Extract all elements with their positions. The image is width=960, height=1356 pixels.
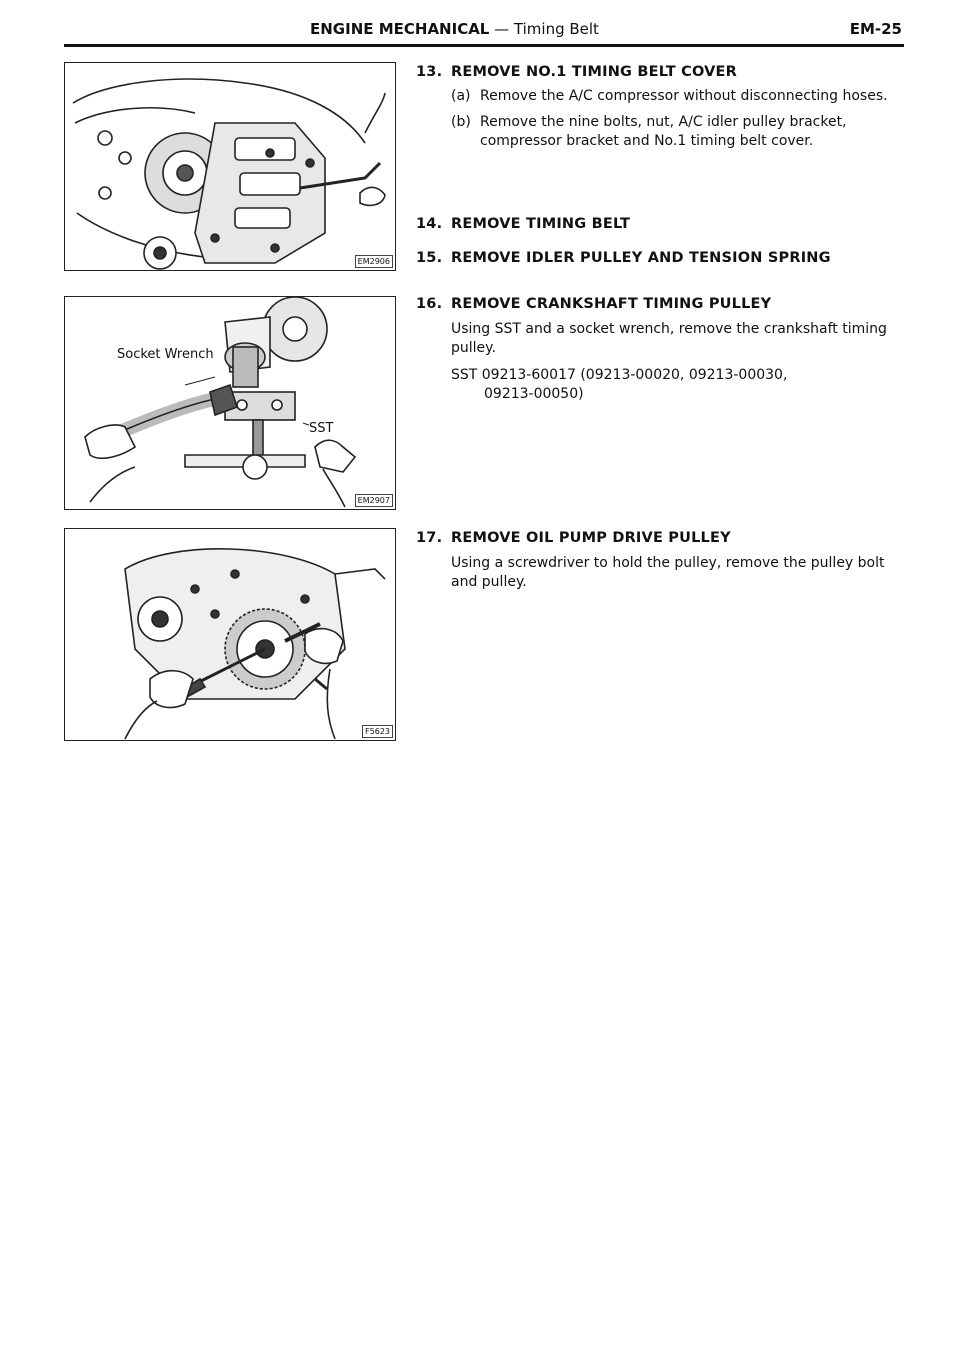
step-heading: REMOVE NO.1 TIMING BELT COVER	[451, 64, 738, 80]
step-body: Using SST and a socket wrench, remove th…	[451, 321, 887, 356]
step-16: 16. REMOVE CRANKSHAFT TIMING PULLEY Using…	[416, 296, 896, 404]
step-13: 13. REMOVE NO.1 TIMING BELT COVER (a) Remo…	[416, 64, 896, 151]
step-title: 15. REMOVE IDLER PULLEY AND TENSION SPRIN…	[416, 250, 896, 266]
figure-timing-belt-cover: EM2906	[64, 62, 396, 271]
step-15: 15. REMOVE IDLER PULLEY AND TENSION SPRIN…	[416, 250, 896, 266]
header-title: ENGINE MECHANICAL — Timing Belt	[310, 20, 599, 38]
substep-tag: (a)	[451, 88, 471, 104]
step-title: 17. REMOVE OIL PUMP DRIVE PULLEY	[416, 530, 896, 546]
substep-a: (a) Remove the A/C compressor without dis…	[416, 87, 896, 106]
figure-code: EM2907	[354, 494, 393, 507]
step-17: 17. REMOVE OIL PUMP DRIVE PULLEY Using a …	[416, 530, 896, 592]
page-number: EM-25	[849, 20, 902, 38]
subsection-title: Timing Belt	[513, 20, 599, 38]
step-heading: REMOVE TIMING BELT	[451, 216, 631, 232]
figure-oil-pump-drive-pulley: F5623	[64, 528, 396, 741]
step-number: 15.	[416, 250, 443, 266]
figure-crankshaft-pulley-removal: Socket Wrench SST EM2907	[64, 296, 396, 510]
step-body: Using a screwdriver to hold the pulley, …	[451, 555, 885, 590]
substep-b: (b) Remove the nine bolts, nut, A/C idler…	[416, 113, 896, 151]
header-rule	[64, 44, 904, 47]
substep-text: Remove the A/C compressor without discon…	[480, 88, 888, 104]
timing-belt-cover-illustration	[72, 78, 386, 270]
step-title: 14. REMOVE TIMING BELT	[416, 216, 896, 232]
oil-pump-pulley-illustration	[124, 548, 386, 740]
sst-label: SST	[309, 421, 334, 436]
sst-line-2: 09213-00050)	[484, 386, 584, 402]
figure-code: F5623	[362, 725, 393, 738]
step-number: 16.	[416, 296, 443, 312]
step-number: 17.	[416, 530, 443, 546]
step-title: 16. REMOVE CRANKSHAFT TIMING PULLEY	[416, 296, 896, 312]
page-header: ENGINE MECHANICAL — Timing Belt EM-25	[64, 18, 904, 44]
sst-part-numbers: SST 09213-60017 (09213-00020, 09213-0003…	[416, 366, 896, 404]
figure-code: EM2906	[354, 255, 393, 268]
step-number: 14.	[416, 216, 443, 232]
step-14: 14. REMOVE TIMING BELT	[416, 216, 896, 232]
step-title: 13. REMOVE NO.1 TIMING BELT COVER	[416, 64, 896, 80]
header-dash: —	[489, 20, 514, 38]
sst-line-1: SST 09213-60017 (09213-00020, 09213-0003…	[451, 367, 788, 383]
section-title: ENGINE MECHANICAL	[310, 20, 490, 38]
socket-wrench-label: Socket Wrench	[117, 347, 214, 362]
step-number: 13.	[416, 64, 443, 80]
crankshaft-pulley-sst-illustration	[84, 297, 357, 508]
step-heading: REMOVE CRANKSHAFT TIMING PULLEY	[451, 296, 772, 312]
step-heading: REMOVE IDLER PULLEY AND TENSION SPRING	[451, 250, 831, 266]
substep-tag: (b)	[451, 114, 471, 130]
substep-text: Remove the nine bolts, nut, A/C idler pu…	[480, 114, 847, 149]
step-heading: REMOVE OIL PUMP DRIVE PULLEY	[451, 530, 731, 546]
